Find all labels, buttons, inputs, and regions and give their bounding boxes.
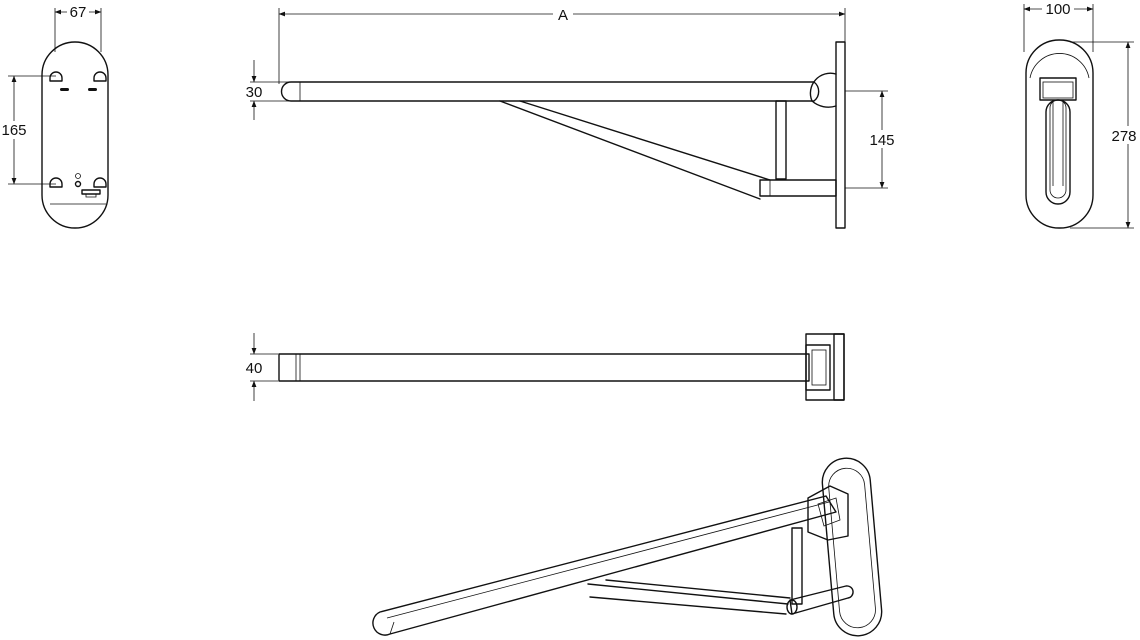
dim-hole-spacing: 165 — [1, 122, 26, 139]
dim-cover-height: 278 — [1111, 128, 1136, 145]
wall-plate-view: 67 165 — [0, 3, 109, 229]
isometric-view — [372, 457, 883, 637]
dim-top-width: 40 — [246, 360, 263, 377]
front-view: 100 278 — [1023, 0, 1140, 229]
dim-bar-length: A — [558, 7, 568, 24]
dim-tube-diameter: 30 — [246, 84, 263, 101]
top-view: 40 — [246, 333, 845, 401]
dim-cover-width: 100 — [1045, 1, 1070, 18]
side-view: A 30 145 — [246, 5, 898, 229]
dim-bracket-height: 145 — [869, 132, 894, 149]
dim-plate-width: 67 — [70, 4, 87, 21]
